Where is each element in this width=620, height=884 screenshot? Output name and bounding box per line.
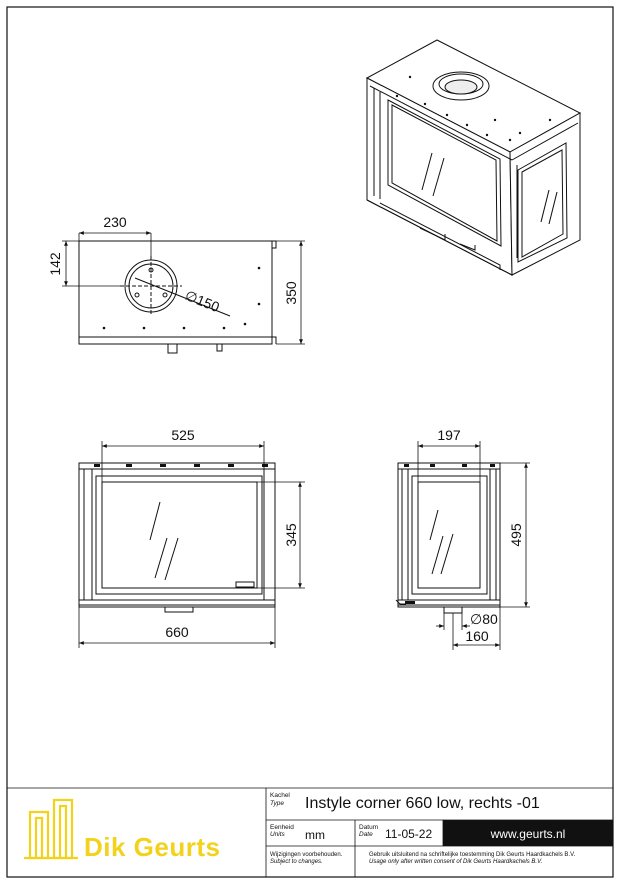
type-value: Instyle corner 660 low, rechts -01 xyxy=(305,795,540,812)
date-label-en: Date xyxy=(359,831,373,838)
dim-front-525: 525 xyxy=(171,427,195,443)
logo-brand-text: Dik Geurts xyxy=(84,832,221,862)
date-value: 11-05-22 xyxy=(385,827,432,841)
top-view-dimensions xyxy=(62,231,305,345)
side-view xyxy=(395,462,501,614)
type-label: Kachel xyxy=(270,792,290,799)
dim-front-660: 660 xyxy=(165,624,189,640)
dim-side-160: 160 xyxy=(465,628,489,644)
top-view xyxy=(78,240,277,354)
date-label: Datum xyxy=(359,824,378,831)
dim-top-142: 142 xyxy=(47,252,63,276)
side-view-dimensions xyxy=(417,441,530,650)
units-value: mm xyxy=(305,828,325,842)
type-label-en: Type xyxy=(270,800,284,807)
units-label-en: Units xyxy=(270,831,286,838)
front-view-dimensions xyxy=(78,441,305,648)
isometric-view xyxy=(365,39,582,276)
dim-side-197: 197 xyxy=(437,427,461,443)
consent-note-en: Usage only after written consent of Dik … xyxy=(369,859,542,865)
front-view xyxy=(78,462,276,613)
dim-top-230: 230 xyxy=(103,214,127,230)
sheet-border xyxy=(6,6,614,878)
website-link[interactable]: www.geurts.nl xyxy=(490,827,566,841)
consent-note-nl: Gebruik uitsluitend na schriftelijke toe… xyxy=(369,852,576,858)
changes-note-nl: Wijzigingen voorbehouden. xyxy=(270,852,343,858)
dim-side-495: 495 xyxy=(508,523,524,547)
changes-note-en: Subject to changes. xyxy=(270,859,323,865)
dim-top-350: 350 xyxy=(283,281,299,305)
website-bar xyxy=(443,820,613,846)
dik-geurts-logo xyxy=(24,798,78,860)
dim-side-air-diameter: ∅80 xyxy=(470,611,498,627)
dim-front-345: 345 xyxy=(283,523,299,547)
units-label: Eenheid xyxy=(270,824,294,831)
